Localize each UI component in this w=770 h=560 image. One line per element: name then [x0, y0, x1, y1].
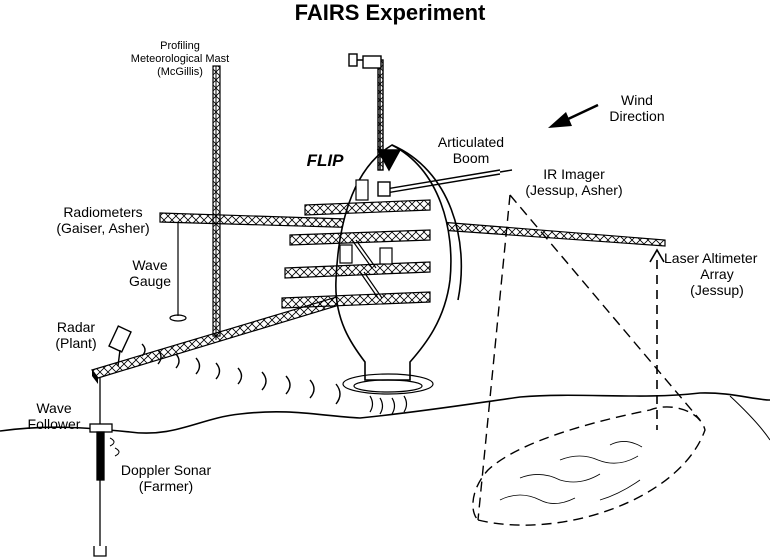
sea-right-edge [729, 395, 770, 441]
laser-beam [649, 248, 665, 430]
articulated-boom [377, 169, 513, 197]
label-radar: Radar(Plant) [55, 319, 97, 351]
sea-surface [0, 392, 770, 434]
label-flip: FLIP [306, 151, 344, 170]
label-doppler-sonar: Doppler Sonar(Farmer) [120, 462, 212, 494]
footprint-texture [499, 441, 643, 504]
label-ir-imager: IR Imager(Jessup, Asher) [525, 166, 623, 198]
flip-decks [281, 179, 431, 309]
label-radiometers: Radiometers(Gaiser, Asher) [56, 204, 150, 236]
met-mast [212, 65, 221, 340]
sonar-pulses [109, 437, 120, 457]
hull-wake [342, 373, 434, 415]
radar-beam [141, 343, 341, 405]
wind-arrow [548, 103, 599, 128]
wave-follower [89, 378, 113, 557]
wave-gauge [169, 222, 187, 322]
diagram-title: FAIRS Experiment [294, 0, 486, 25]
radar-instrument [108, 325, 132, 367]
flip-mast [348, 53, 402, 172]
ir-imager-fov [472, 194, 706, 526]
